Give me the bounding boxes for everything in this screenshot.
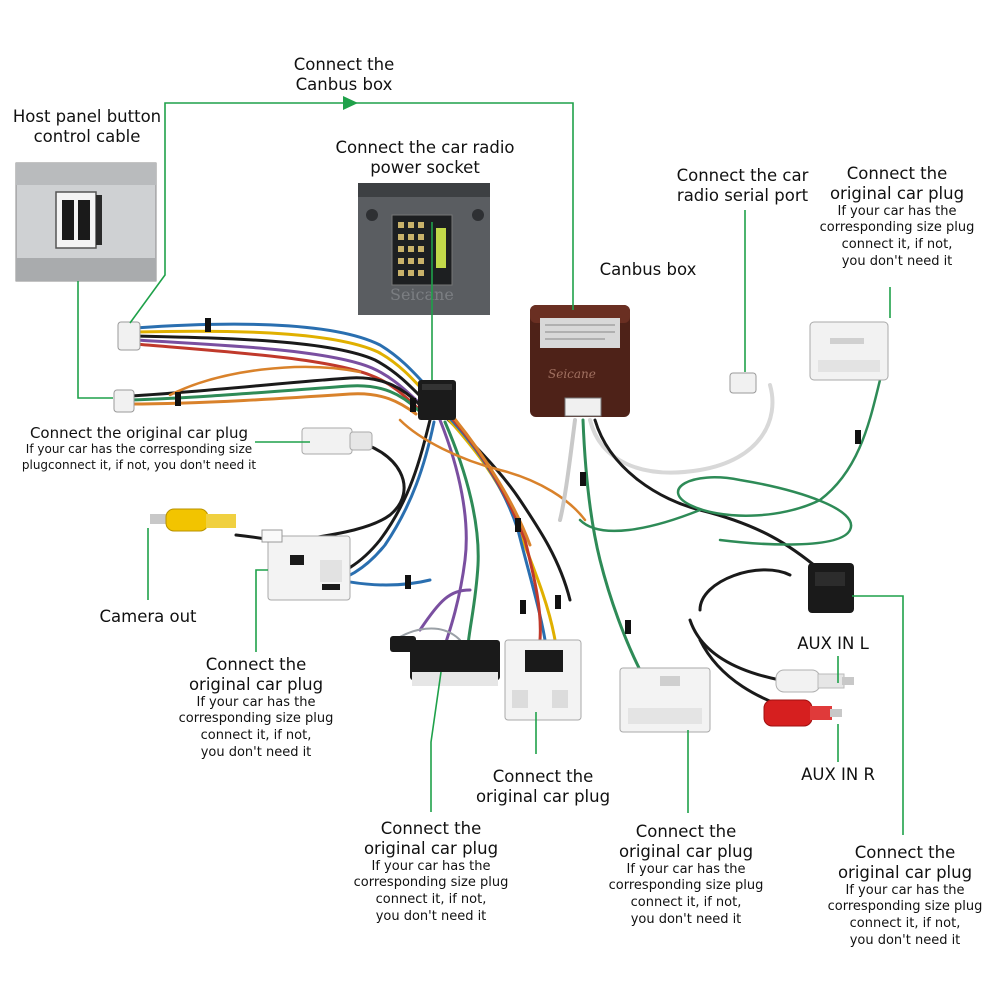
label-orig-left: Connect the original car plug If your ca… [8,424,270,473]
label-orig-mid-left: Connect the original car plug If your ca… [171,655,341,762]
label-power-socket: Connect the car radio power socket [325,138,525,178]
note-line1: If your car has the [837,203,957,219]
title-line2: original car plug [188,674,324,694]
label-host-panel-line2: control cable [33,126,141,146]
label-orig-bottom-mid: Connect the original car plug If your ca… [601,822,771,929]
title-line1: Connect the [380,819,482,838]
note-line2: corresponding size plug [827,899,983,915]
title-line2: original car plug [363,838,499,858]
wire-bundle [128,318,882,716]
note-line4: you don't need it [841,254,953,270]
title-line2: original car plug [829,183,965,203]
label-canbus-connect: Connect the Canbus box [274,55,414,95]
rca-yellow [150,508,236,532]
rca-red [763,699,842,727]
label-aux-l-text: AUX IN L [797,634,869,653]
plug-black-wide [390,636,500,686]
title-line1: Connect the [854,843,956,862]
title-line1: Connect the [846,164,948,183]
label-canbus-connect-line2: Canbus box [295,74,393,94]
label-orig-center: Connect the original car plug [458,767,628,807]
rca-white [775,669,854,693]
note-line3: connect it, if not, [375,892,487,908]
label-aux-l: AUX IN L [783,634,883,654]
note-line1: If your car has the [626,861,746,877]
title-line1: Connect the [492,767,594,786]
note-line2: corresponding size plug [819,220,975,236]
plug-left-small [301,427,373,455]
title: Connect the original car plug [29,424,249,442]
label-aux-r: AUX IN R [788,765,888,785]
small-connectors [113,321,757,413]
label-host-panel-line1: Host panel button [12,107,162,126]
note-line3: connect it, if not, [841,237,953,253]
note-line3: connect it, if not, [630,895,742,911]
arrow-right-icon [343,96,358,110]
plug-bottom-mid [619,667,711,733]
note-line1: If your car has the [196,694,316,710]
note-line4: you don't need it [375,909,487,925]
note-line2: corresponding size plug [353,875,509,891]
note-line4: you don't need it [200,745,312,761]
title-line1: Connect the [635,822,737,841]
canbus-box: Seicane [530,305,630,417]
label-host-panel: Host panel button control cable [2,107,172,147]
label-orig-bottom-right: Connect the original car plug If your ca… [820,843,990,950]
note-line2: corresponding size plug [178,711,334,727]
plug-top-right [809,321,889,381]
note-line2: plugconnect it, if not, you don't need i… [21,457,257,472]
label-serial-port: Connect the car radio serial port [665,166,820,206]
label-camera-out-text: Camera out [99,607,197,626]
note-line2: corresponding size plug [608,878,764,894]
note-line1: If your car has the [845,882,965,898]
note-line4: you don't need it [630,912,742,928]
title-line1: Connect the [205,655,307,674]
label-canbus-box-text: Canbus box [599,260,697,279]
note-line4: you don't need it [849,933,961,949]
note-line3: connect it, if not, [849,916,961,932]
label-aux-r-text: AUX IN R [801,765,875,784]
label-canbus-connect-line1: Connect the [293,55,395,74]
label-power-socket-line1: Connect the car radio [335,138,515,157]
label-camera-out: Camera out [88,607,208,627]
leader-lines [77,102,904,835]
host-panel-photo [15,162,157,282]
label-orig-top-right: Connect the original car plug If your ca… [812,164,982,271]
plug-mid-left [261,529,351,601]
plug-center [504,639,582,721]
label-orig-bottom-left: Connect the original car plug If your ca… [346,819,516,926]
note-line1: If your car has the corresponding size [25,442,253,456]
main-socket [418,380,456,420]
label-serial-port-line1: Connect the car [676,166,809,185]
socket-watermark: Seicane [390,285,454,304]
title-line2: original car plug [618,841,754,861]
title-line2: original car plug [475,786,611,806]
label-canbus-box: Canbus box [588,260,708,280]
label-power-socket-line2: power socket [370,157,480,177]
power-socket-photo: Seicane [358,183,490,315]
title-line2: original car plug [837,862,973,882]
label-serial-port-line2: radio serial port [676,185,809,205]
plug-black-right [808,563,854,613]
box-brand: Seicane [548,367,596,381]
note-line3: connect it, if not, [200,728,312,744]
note-line1: If your car has the [371,858,491,874]
